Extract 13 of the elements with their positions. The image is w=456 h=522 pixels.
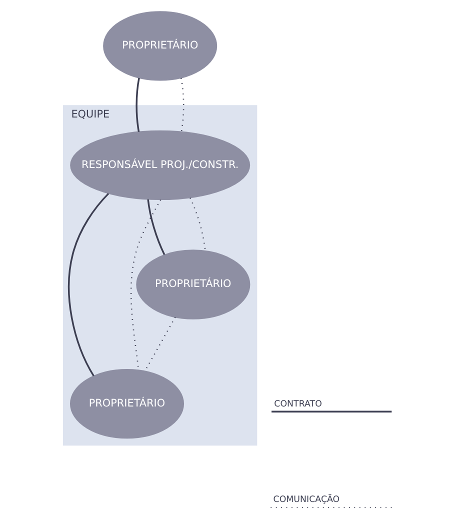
node-ellipse: PROPRIETÁRIO [70, 368, 184, 439]
node-ellipse: PROPRIETÁRIO [136, 250, 250, 320]
node-ellipse: PROPRIETÁRIO [103, 11, 218, 81]
connector [180, 78, 184, 132]
connector [68, 192, 110, 376]
connector [190, 198, 206, 251]
legend-label: CONTRATO [274, 399, 322, 410]
connector [130, 199, 162, 370]
node-ellipse: RESPONSÁVEL PROJ./CONSTR. [70, 130, 250, 200]
connector [136, 78, 140, 132]
connector [144, 316, 176, 372]
connector [147, 199, 166, 255]
legend-label: COMUNICAÇÃO [273, 495, 340, 506]
